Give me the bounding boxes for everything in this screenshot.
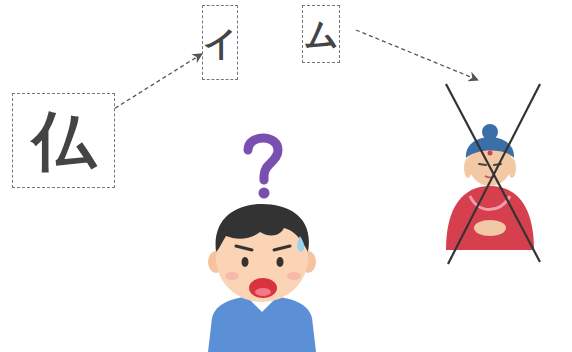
dashed-char-box: ム <box>302 5 340 63</box>
question-mark <box>248 138 278 199</box>
confused-boy <box>208 204 316 352</box>
buddha-figure <box>446 124 534 250</box>
cross-mark <box>446 84 540 264</box>
dashed-arrow <box>115 54 202 108</box>
leader-arrow <box>356 30 478 80</box>
dashed-char-box: イ <box>202 5 238 80</box>
character-text: 仏 <box>32 109 96 173</box>
character-text: イ <box>203 26 238 60</box>
character-text: ム <box>304 17 339 51</box>
dashed-char-box: 仏 <box>12 93 115 188</box>
